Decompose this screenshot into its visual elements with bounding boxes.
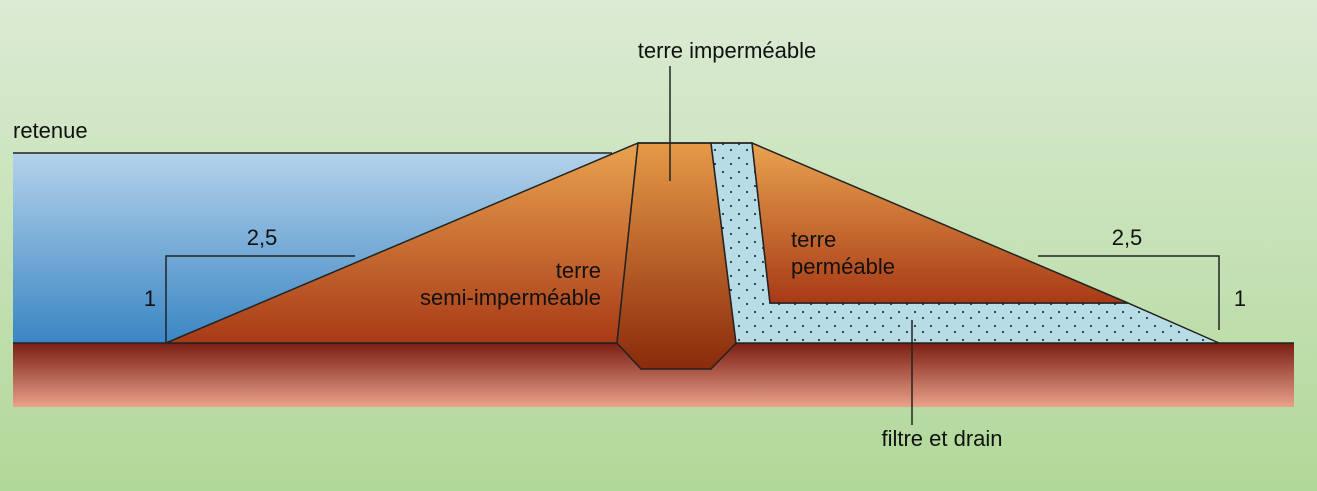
slope-indicator-right — [1038, 255, 1220, 330]
label-retenue: retenue — [13, 118, 88, 143]
reservoir-water — [13, 153, 612, 343]
label-terre-permeable-line2: perméable — [791, 254, 895, 279]
slope-indicator-left — [165, 255, 355, 343]
permeable-shell — [751, 141, 1129, 304]
label-slope-right-vertical: 1 — [1234, 286, 1246, 311]
label-slope-left-vertical: 1 — [144, 286, 156, 311]
label-slope-left-horizontal: 2,5 — [247, 225, 278, 250]
label-slope-right-horizontal: 2,5 — [1112, 225, 1143, 250]
label-terre-semi-line2: semi-imperméable — [420, 285, 601, 310]
label-terre-permeable-line1: terre — [791, 227, 836, 252]
label-filtre-drain: filtre et drain — [881, 426, 1002, 451]
label-terre-semi-line1: terre — [556, 258, 601, 283]
label-terre-impermeable: terre imperméable — [638, 38, 817, 63]
